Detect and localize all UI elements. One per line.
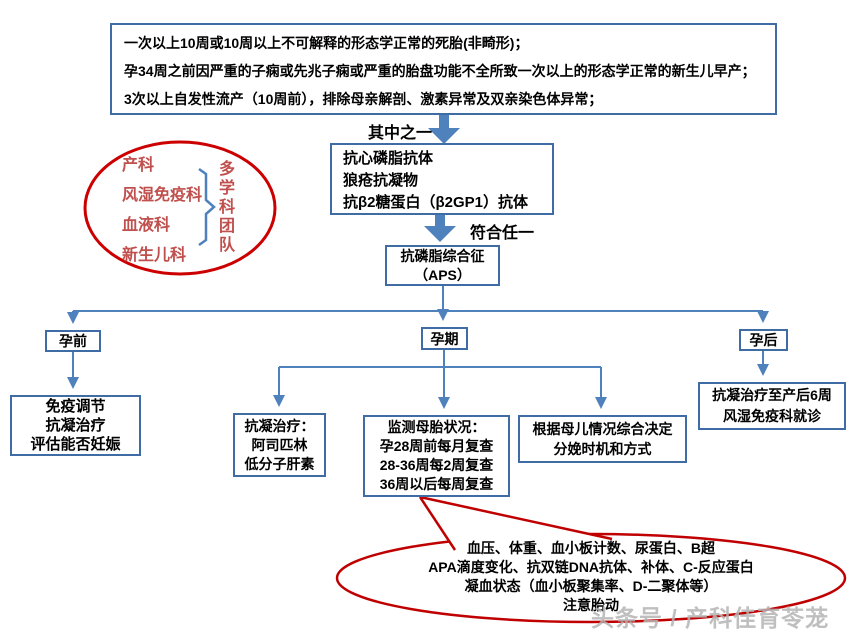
team-label-vertical: 多学科团队 [216, 160, 233, 255]
post-treatment-line: 风湿免疫科就诊 [723, 408, 821, 424]
callout-tail-right-edge [419, 495, 613, 541]
thick-down-arrow-2-icon [424, 212, 456, 242]
antibody-line: 抗β2糖蛋白（β2GP1）抗体 [343, 194, 529, 211]
watermark: 头条号 / 产科佳育苓茏 [591, 605, 830, 631]
team-brace-icon [198, 167, 216, 247]
anticoagulation-line: 阿司匹林 [251, 436, 308, 453]
any-of-label: 符合任一 [470, 225, 535, 242]
stage-box-pre: 孕前 [45, 330, 101, 352]
department-item: 风湿免疫科 [122, 187, 203, 204]
monitor-box: 监测母胎状况： 孕28周前每月复查 28-36周每2周复查 36周以后每周复查 [363, 415, 510, 497]
callout-line: APA滴度变化、抗双链DNA抗体、补体、C-反应蛋白 [428, 559, 754, 575]
delivery-line: 分娩时机和方式 [553, 441, 652, 457]
monitor-line: 孕28周前每月复查 [379, 438, 494, 454]
post-treatment-line: 抗凝治疗至产后6周 [712, 387, 832, 403]
stage-tree-connectors [67, 286, 769, 409]
criteria-line: 一次以上10周或10周以上不可解释的形态学正常的死胎(非畸形)； [124, 35, 529, 51]
pre-treatment-line: 免疫调节 [45, 398, 106, 415]
anticoagulation-line: 低分子肝素 [244, 455, 315, 472]
delivery-decision-box: 根据母儿情况综合决定 分娩时机和方式 [518, 415, 687, 463]
antibody-box: 抗心磷脂抗体 狼疮抗凝物 抗β2糖蛋白（β2GP1）抗体 [330, 143, 554, 215]
stage-box-during: 孕期 [421, 327, 468, 350]
department-item: 新生儿科 [122, 247, 187, 264]
criteria-box: 一次以上10周或10周以上不可解释的形态学正常的死胎(非畸形)； 孕34周之前因… [110, 23, 777, 115]
aps-line: （APS） [414, 266, 471, 283]
callout-line: 凝血状态（血小板聚集率、D-二聚体等） [464, 578, 718, 594]
department-list: 产科 风湿免疫科 血液科 新生儿科 [122, 151, 202, 271]
stage-label: 孕后 [749, 332, 778, 348]
monitor-line: 36周以后每周复查 [379, 476, 494, 492]
antibody-line: 狼疮抗凝物 [343, 172, 419, 189]
criteria-line: 孕34周之前因严重的子痫或先兆子痫或严重的胎盘功能不全所致一次以上的形态学正常的… [124, 63, 756, 79]
callout-line: 血压、体重、血小板计数、尿蛋白、B超 [466, 540, 716, 556]
anticoagulation-box: 抗凝治疗： 阿司匹林 低分子肝素 [233, 413, 326, 477]
monitor-line: 28-36周每2周复查 [379, 457, 494, 473]
criteria-line: 3次以上自发性流产（10周前），排除母亲解剖、激素异常及双亲染色体异常； [124, 91, 603, 107]
thick-down-arrow-1-icon [428, 114, 460, 144]
callout-tail-left-edge [418, 496, 457, 551]
delivery-line: 根据母儿情况综合决定 [532, 421, 673, 437]
stage-label: 孕期 [430, 330, 459, 347]
anticoagulation-line: 抗凝治疗： [244, 417, 315, 434]
team-ellipse-outline [83, 140, 277, 276]
one-of-label: 其中之一 [368, 125, 433, 142]
aps-line: 抗磷脂综合征 [400, 247, 485, 264]
aps-box: 抗磷脂综合征 （APS） [385, 245, 500, 286]
callout-text: 血压、体重、血小板计数、尿蛋白、B超 APA滴度变化、抗双链DNA抗体、补体、C… [331, 539, 851, 615]
antibody-line: 抗心磷脂抗体 [343, 150, 434, 167]
stage-label: 孕前 [59, 333, 87, 349]
department-item: 产科 [122, 157, 155, 174]
monitor-line: 监测母胎状况： [387, 419, 486, 435]
callout-line: 注意胎动 [563, 597, 619, 613]
pre-treatment-line: 评估能否妊娠 [30, 436, 121, 453]
callout-tail-mask [420, 497, 612, 550]
stage-box-post: 孕后 [739, 329, 788, 351]
post-treatment-box: 抗凝治疗至产后6周 风湿免疫科就诊 [698, 382, 846, 430]
pre-treatment-line: 抗凝治疗 [45, 417, 106, 434]
department-item: 血液科 [122, 217, 171, 234]
pre-treatment-box: 免疫调节 抗凝治疗 评估能否妊娠 [10, 395, 141, 456]
